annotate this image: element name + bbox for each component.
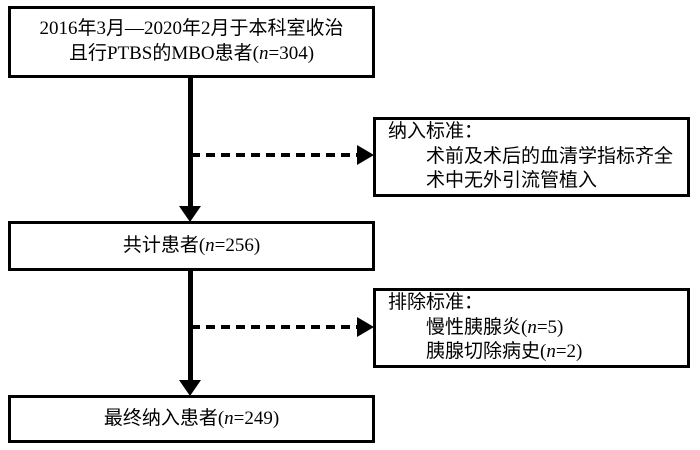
exclusion-item-1-n-symbol: n — [527, 316, 537, 338]
screened-line-2-prefix: 且行PTBS的MBO患者( — [68, 43, 259, 64]
node-total-patients: 共计患者(n=256) — [8, 221, 375, 271]
exclusion-item-1-suffix: =5) — [536, 316, 564, 338]
connector-to-exclusion-criteria — [191, 325, 358, 329]
screened-n-symbol: n — [258, 43, 269, 64]
inclusion-header: 纳入标准： — [388, 120, 484, 142]
arrowhead-right-to-exclusion — [357, 317, 374, 337]
arrowhead-right-to-inclusion — [357, 145, 374, 165]
exclusion-item-2-prefix: 胰腺切除病史( — [426, 341, 547, 363]
total-patients-label: 共计患者(n=256) — [123, 234, 260, 259]
inclusion-item-2: 术中无外引流管植入 — [426, 170, 598, 192]
connector-screened-to-total — [188, 78, 193, 212]
exclusion-item-2: 胰腺切除病史(n=2) — [376, 340, 582, 365]
node-final-enrolled-patients: 最终纳入患者(n=249) — [8, 395, 375, 443]
exclusion-item-1: 慢性胰腺炎(n=5) — [376, 316, 563, 341]
arrowhead-down-to-total — [179, 206, 201, 222]
node-exclusion-criteria: 排除标准： 慢性胰腺炎(n=5) 胰腺切除病史(n=2) — [373, 288, 690, 368]
final-prefix: 最终纳入患者( — [103, 407, 225, 429]
exclusion-item-1-prefix: 慢性胰腺炎( — [426, 316, 528, 338]
inclusion-item-1: 术前及术后的血清学指标齐全 — [426, 145, 674, 167]
screened-line-1: 2016年3月—2020年2月于本科室收治 — [39, 18, 344, 40]
connector-total-to-final — [188, 271, 193, 387]
exclusion-item-2-suffix: =2) — [555, 341, 583, 363]
screened-line-2: 且行PTBS的MBO患者(n=304) — [69, 42, 314, 67]
final-n-symbol: n — [224, 407, 234, 429]
arrowhead-down-to-final — [179, 380, 201, 396]
exclusion-item-2-n-symbol: n — [546, 341, 556, 363]
total-n-symbol: n — [205, 234, 215, 256]
total-suffix: =256) — [214, 234, 261, 256]
node-inclusion-criteria: 纳入标准： 术前及术后的血清学指标齐全 术中无外引流管植入 — [373, 117, 690, 197]
screened-line-2-suffix: =304) — [268, 43, 315, 64]
final-enrolled-label: 最终纳入患者(n=249) — [104, 407, 279, 432]
total-prefix: 共计患者( — [122, 234, 206, 256]
connector-to-inclusion-criteria — [191, 153, 358, 157]
node-screened-patients: 2016年3月—2020年2月于本科室收治 且行PTBS的MBO患者(n=304… — [8, 6, 375, 78]
final-suffix: =249) — [233, 407, 280, 429]
exclusion-header: 排除标准： — [388, 291, 484, 313]
